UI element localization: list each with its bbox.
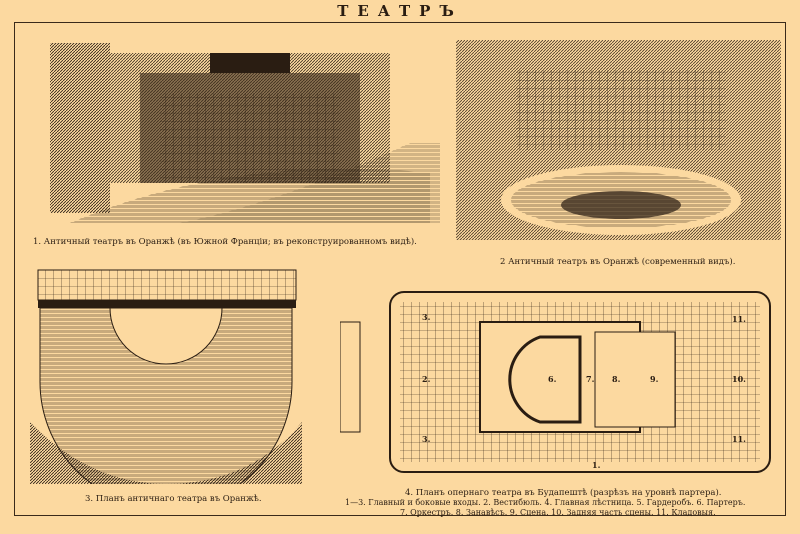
page-frame bbox=[14, 22, 786, 516]
figure-4-caption: 4. Планъ опернаго театра въ Будапештѣ (р… bbox=[405, 488, 722, 498]
figure-2-caption: 2 Античный театръ въ Оранжѣ (современный… bbox=[500, 257, 736, 267]
plan-label: 7. bbox=[586, 374, 595, 384]
figure-4-legend-line-1: 1—3. Главный и боковые входы. 2. Вестибю… bbox=[345, 498, 746, 507]
plan-label: 8. bbox=[612, 374, 621, 384]
figure-4-legend-line-2: 7. Оркестръ. 8. Занавѣсъ. 9. Сцена. 10. … bbox=[400, 508, 716, 517]
plan-label: 10. bbox=[732, 374, 746, 384]
figure-4-budapest-opera-plan: 3. 2. 3. 6. 7. 8. 9. 10. 11. 11. 1. bbox=[340, 282, 780, 482]
plan-label: 2. bbox=[422, 374, 431, 384]
figure-3-caption: 3. Планъ античнаго театра въ Оранжѣ. bbox=[85, 494, 262, 504]
plan-label: 1. bbox=[592, 460, 601, 470]
plan-label: 3. bbox=[422, 434, 431, 444]
figure-2-modern-theatre-illustration bbox=[456, 40, 781, 240]
plan-label: 11. bbox=[732, 314, 746, 324]
plan-label: 3. bbox=[422, 312, 431, 322]
page-title: ТЕАТРЪ bbox=[337, 2, 463, 20]
figure-1-reconstructed-theatre-illustration bbox=[30, 33, 440, 223]
figure-3-ancient-theatre-plan bbox=[30, 262, 302, 484]
plan-label: 11. bbox=[732, 434, 746, 444]
plan-label: 6. bbox=[548, 374, 557, 384]
figure-1-caption: 1. Античный театръ въ Оранжѣ (въ Южной Ф… bbox=[33, 237, 417, 247]
plan-label: 9. bbox=[650, 374, 659, 384]
